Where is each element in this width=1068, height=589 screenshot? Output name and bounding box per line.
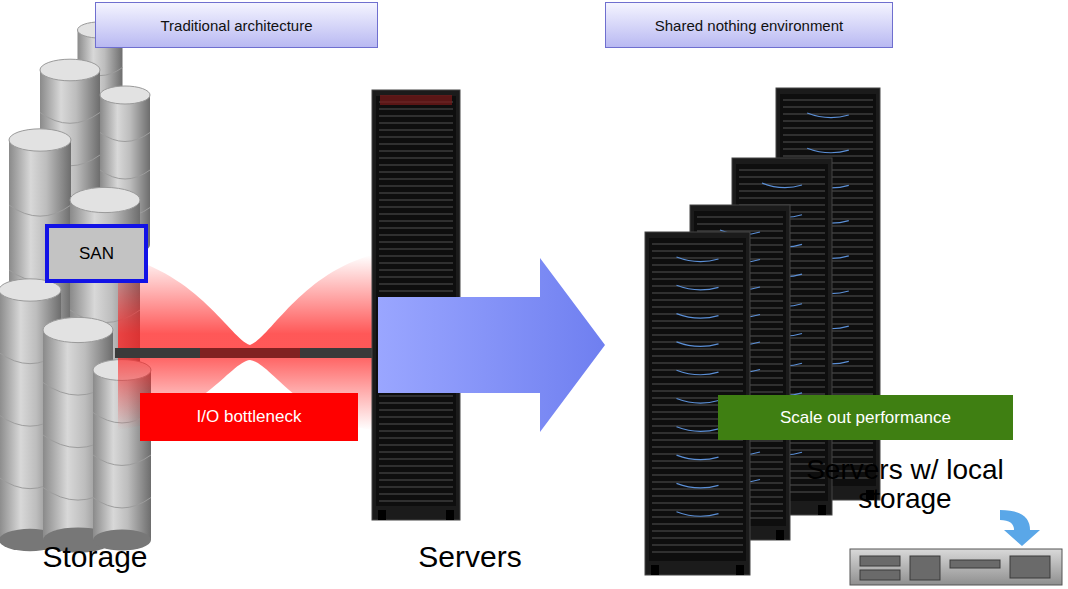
box-text: SAN [79,244,114,264]
servers-caption: Servers w/ local storage [790,455,1020,514]
header-box: Traditional architecture [95,2,378,48]
box-text: Scale out performance [780,408,951,428]
box-text: I/O bottleneck [197,407,302,427]
servers-caption: Servers [395,541,545,573]
transition-arrow [378,258,605,432]
io-link [115,348,375,358]
performance-box: Scale out performance [718,395,1013,440]
curved-arrow [1000,510,1040,546]
server-unit [850,549,1062,585]
box-text: Shared nothing environment [655,17,843,34]
bottleneck-box: I/O bottleneck [140,393,358,441]
box-text: Traditional architecture [160,17,312,34]
storage-caption: Storage [25,541,165,573]
san-box: SAN [45,224,148,283]
header-box: Shared nothing environment [605,2,893,48]
